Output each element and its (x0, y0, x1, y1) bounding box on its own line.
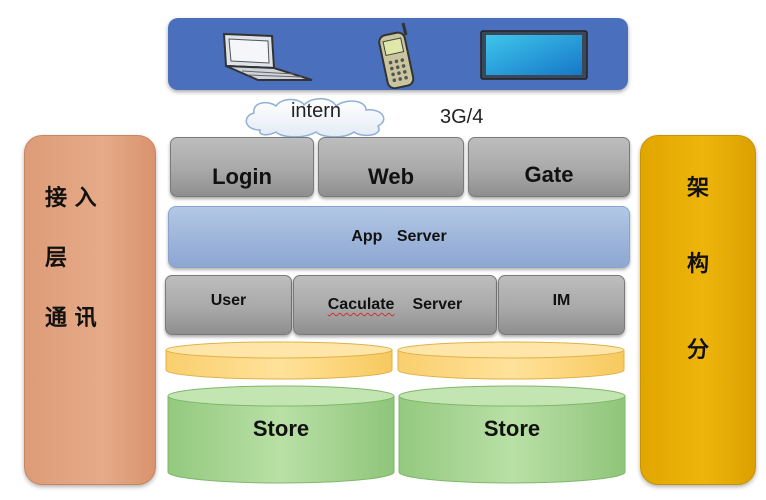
im-service-block: IM (498, 275, 625, 335)
access-communication-layer-pillar: 接 入 层 通 讯 (24, 135, 156, 485)
mobile-network-label: 3G/4 (440, 106, 484, 128)
internet-cloud-icon (245, 98, 385, 138)
app-server-bar: App Server (168, 206, 630, 268)
right-pillar-line-3: 分 (687, 338, 710, 363)
store-label-right: Store (483, 416, 541, 441)
left-pillar-line-1: 接 入 (45, 186, 97, 211)
cache-cylinder-right (397, 341, 625, 380)
left-pillar-line-2: 层 (45, 246, 68, 271)
laptop-icon (222, 32, 313, 81)
architecture-layering-pillar: 架 构 分 (640, 135, 756, 485)
server-word: Server (412, 296, 463, 313)
caculate-word: Caculate (327, 296, 395, 313)
login-block: Login (170, 137, 314, 197)
store-cylinder-right (398, 385, 626, 484)
right-pillar-line-2: 构 (687, 252, 710, 277)
user-service-block: User (165, 275, 292, 335)
cache-cylinder-left (165, 341, 393, 380)
caculate-server-block: Caculate Server (293, 275, 497, 335)
web-block: Web (318, 137, 464, 197)
client-devices-banner (168, 18, 628, 90)
mobile-phone-icon (378, 22, 415, 89)
right-pillar-line-1: 架 (687, 176, 710, 201)
gate-block: Gate (468, 137, 630, 197)
internet-label: intern (290, 100, 342, 122)
left-pillar-line-3: 通 讯 (45, 306, 97, 331)
store-cylinder-left (167, 385, 395, 484)
store-label-left: Store (252, 416, 310, 441)
tablet-icon (480, 30, 588, 80)
